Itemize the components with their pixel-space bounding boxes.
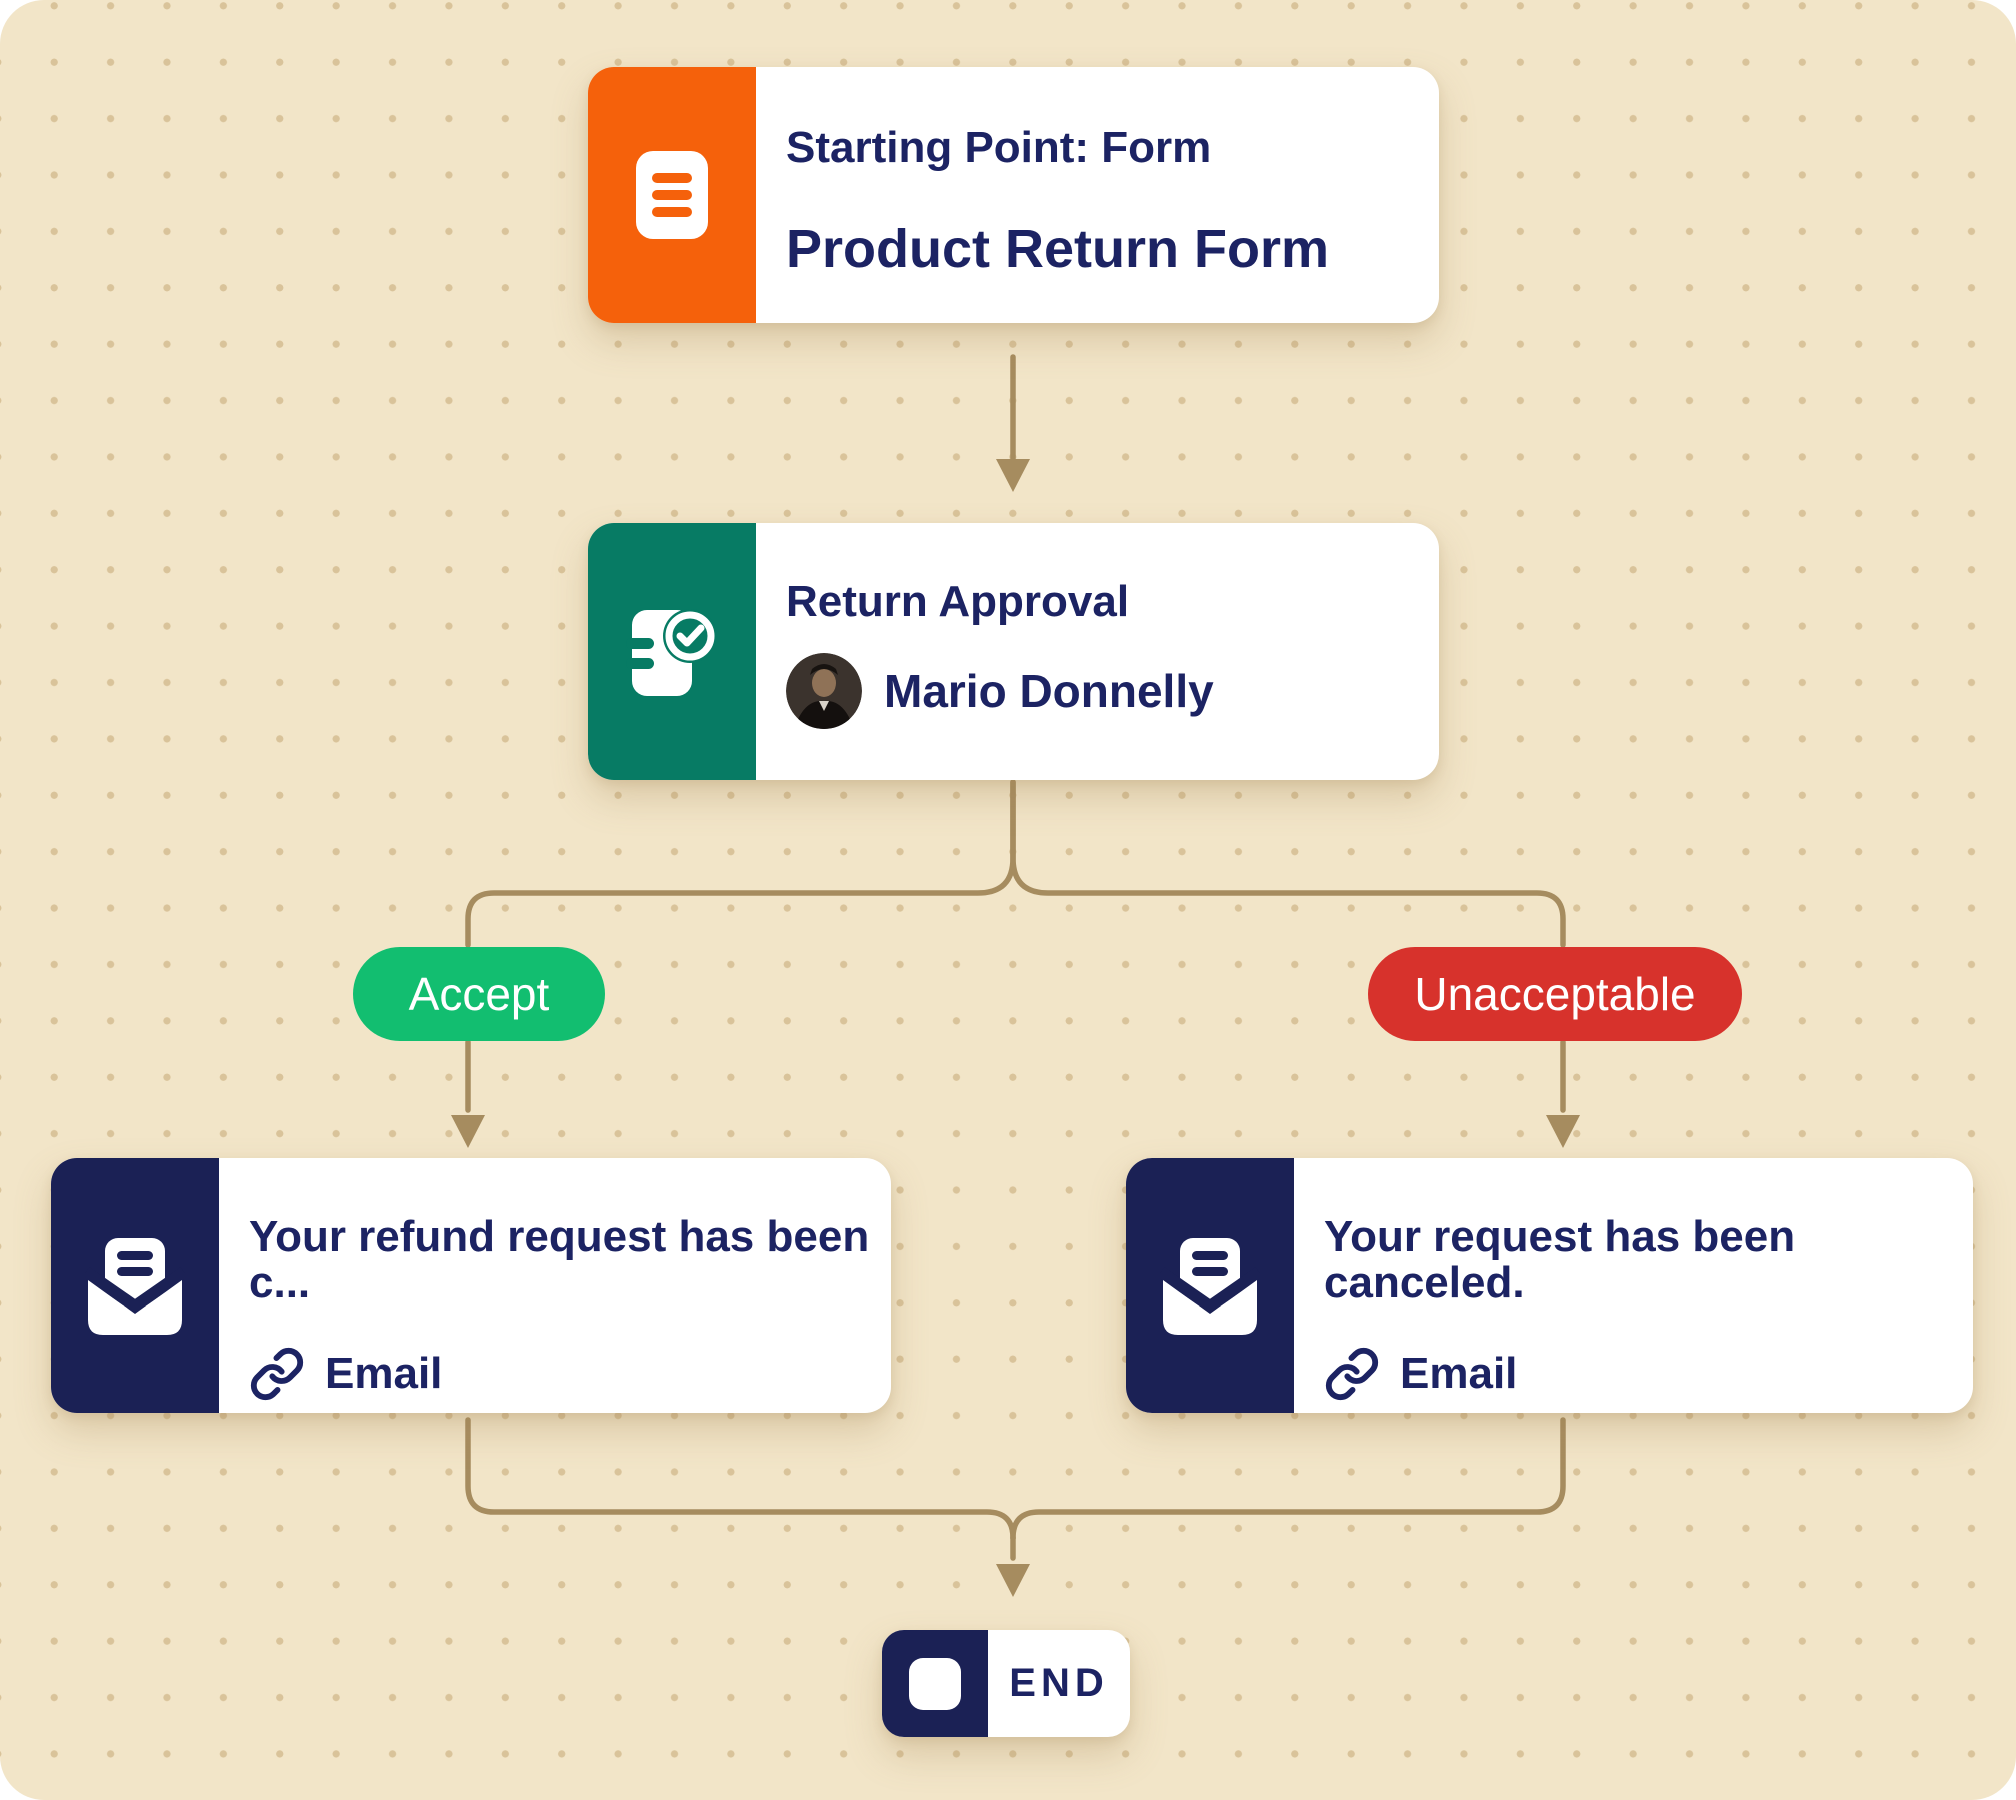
assignee-row: Mario Donnelly <box>786 653 1419 730</box>
branch-label-accept[interactable]: Accept <box>353 947 605 1041</box>
stop-icon <box>909 1657 961 1710</box>
assignee-name: Mario Donnelly <box>884 665 1214 718</box>
link-icon <box>250 1348 304 1401</box>
start-node-accent <box>588 67 756 323</box>
start-node[interactable]: Starting Point: Form Product Return Form <box>588 67 1439 323</box>
approval-node-accent <box>588 523 756 780</box>
email-node-title: Your refund request has been c... <box>249 1212 870 1308</box>
start-node-label: Starting Point: Form <box>786 123 1212 172</box>
arrowhead <box>1546 1115 1580 1148</box>
split-right <box>1010 779 1566 948</box>
arrowhead <box>451 1115 485 1148</box>
end-node-accent <box>882 1630 988 1737</box>
merge-right <box>1010 1417 1566 1541</box>
split-left <box>465 779 1016 948</box>
end-node-label: END <box>1009 1661 1109 1705</box>
branch-label-unacceptable[interactable]: Unacceptable <box>1368 947 1742 1041</box>
approval-node[interactable]: Return Approval Mario Donnelly <box>588 523 1439 780</box>
email-channel-label: Email <box>1400 1349 1518 1399</box>
link-icon <box>1325 1348 1379 1401</box>
approval-check-icon <box>626 608 717 696</box>
email-node-accent <box>1126 1158 1294 1413</box>
arrowhead <box>996 459 1030 492</box>
email-icon <box>85 1237 185 1335</box>
email-node-title: Your request has been canceled. <box>1324 1212 1796 1308</box>
start-node-title: Product Return Form <box>786 219 1330 280</box>
email-channel-label: Email <box>325 1349 443 1399</box>
email-channel-link[interactable]: Email <box>249 1346 871 1402</box>
approval-node-title: Return Approval <box>786 577 1130 626</box>
email-channel-link[interactable]: Email <box>1324 1346 1953 1402</box>
merge-left <box>465 1417 1016 1541</box>
end-node[interactable]: END <box>882 1630 1130 1737</box>
arrowhead <box>996 1564 1030 1597</box>
assignee-avatar <box>786 653 862 730</box>
form-icon <box>636 151 708 239</box>
email-node-accept[interactable]: Your refund request has been c... Email <box>51 1158 891 1413</box>
email-icon <box>1160 1237 1260 1335</box>
email-node-accent <box>51 1158 219 1413</box>
email-node-reject[interactable]: Your request has been canceled. Email <box>1126 1158 1973 1413</box>
